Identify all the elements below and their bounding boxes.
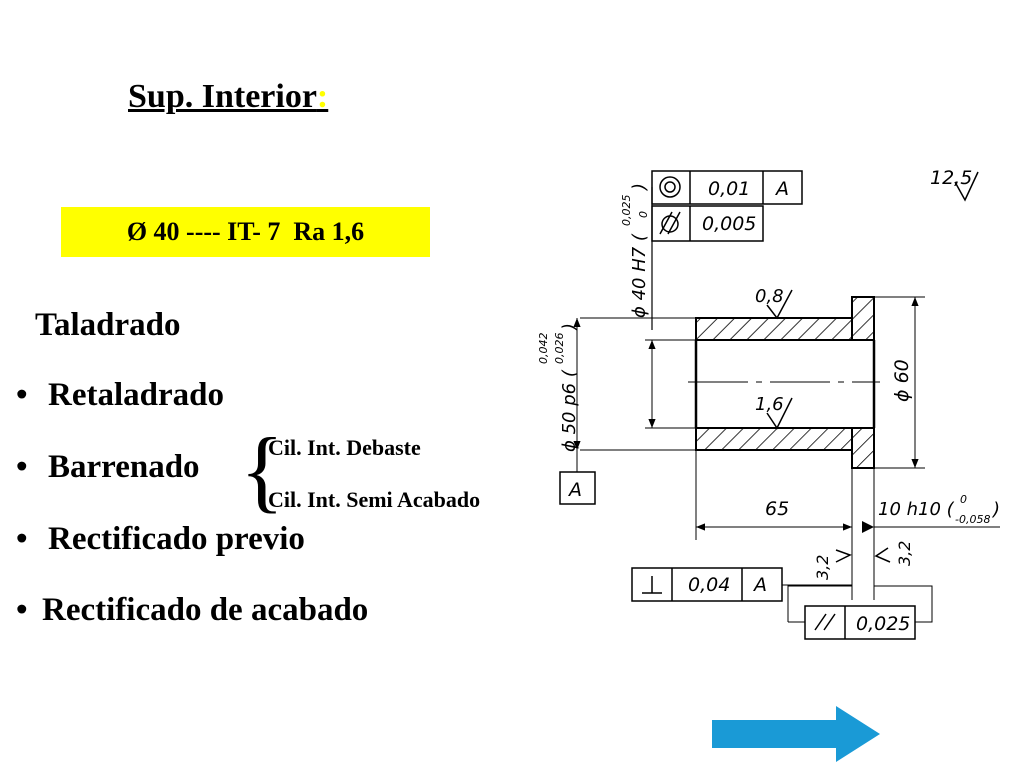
bullet: • bbox=[16, 449, 28, 485]
bullet: • bbox=[16, 377, 28, 413]
page-title: Sup. Interior: bbox=[128, 78, 328, 116]
grouping-brace: { bbox=[240, 419, 285, 521]
dim-flange-lower: -0,058 bbox=[955, 513, 990, 526]
dim-flange-close: ) bbox=[991, 499, 1000, 520]
process-label: Rectificado de acabado bbox=[42, 592, 369, 628]
bullet: • bbox=[16, 592, 28, 628]
process-label: Retaladrado bbox=[48, 377, 224, 413]
dim-outer-upper: 0,042 bbox=[537, 333, 550, 365]
bushing-section bbox=[688, 296, 880, 469]
perpendicularity-icon bbox=[642, 576, 662, 594]
title-colon: : bbox=[316, 78, 329, 115]
parallelism-icon bbox=[814, 613, 836, 631]
roughness-face-right: 3,2 bbox=[895, 541, 914, 566]
process-item-retaladrado: • Retaladrado bbox=[16, 377, 224, 414]
roughness-general: 12,5 bbox=[930, 167, 972, 189]
datum-label: A bbox=[567, 479, 582, 501]
concentricity-datum: A bbox=[774, 178, 789, 200]
process-item-rectificado-acabado: • Rectificado de acabado bbox=[16, 592, 368, 629]
parallel-tolerance: 0,025 bbox=[856, 613, 910, 635]
sub-step-debaste: Cil. Int. Debaste bbox=[268, 435, 421, 460]
process-label: Taladrado bbox=[35, 307, 181, 343]
cylindricity-frame: 0,005 bbox=[651, 205, 764, 242]
bullet: • bbox=[16, 521, 28, 557]
process-item-barrenado: • Barrenado bbox=[16, 449, 200, 486]
roughness-outer: 0,8 bbox=[755, 286, 784, 307]
roughness-general-icon bbox=[954, 171, 979, 202]
parallelism-frame: 0,025 bbox=[804, 605, 916, 640]
roughness-inner-icon bbox=[766, 397, 793, 430]
concentricity-frame: 0,01 A bbox=[651, 170, 803, 205]
sub-step-semi-acabado: Cil. Int. Semi Acabado bbox=[268, 487, 481, 512]
concentricity-icon bbox=[659, 176, 681, 198]
process-label: Barrenado bbox=[48, 449, 200, 485]
concentricity-value: 0,01 bbox=[708, 178, 750, 200]
roughness-face-left: 3,2 bbox=[813, 555, 832, 580]
cylindricity-icon bbox=[659, 211, 681, 235]
technical-drawing: 0,01 A 0,005 12,5 ϕ 40 H7 ( 0,025 0 ) ϕ … bbox=[537, 167, 1000, 640]
datum-a-box bbox=[559, 471, 596, 505]
perp-tolerance: 0,04 bbox=[688, 574, 730, 596]
process-item-rectificado-previo: • Rectificado previo bbox=[16, 521, 305, 558]
process-label: Rectificado previo bbox=[48, 521, 305, 557]
dim-inner: ϕ 40 H7 ( bbox=[629, 233, 650, 318]
arrow-shape[interactable] bbox=[712, 706, 880, 762]
dim-length: 65 bbox=[765, 498, 789, 520]
dim-outer-lower: 0,026 bbox=[553, 333, 566, 365]
spec-highlight: Ø 40 ---- IT- 7 Ra 1,6 bbox=[61, 207, 430, 257]
dim-inner-lower: 0 bbox=[637, 211, 650, 218]
dim-flange-upper: 0 bbox=[960, 493, 967, 506]
dim-flange: ϕ 60 bbox=[891, 359, 913, 402]
title-text: Sup. Interior bbox=[128, 78, 317, 115]
dim-flange-width: 10 h10 ( bbox=[878, 499, 955, 520]
perpendicularity-frame: 0,04 A bbox=[631, 567, 783, 602]
process-item-taladrado: Taladrado bbox=[35, 307, 181, 344]
roughness-inner: 1,6 bbox=[755, 394, 784, 415]
dim-inner-upper: 0,025 bbox=[620, 195, 633, 227]
next-arrow-icon[interactable] bbox=[710, 706, 882, 762]
cylindricity-value: 0,005 bbox=[702, 213, 756, 235]
roughness-outer-icon bbox=[766, 289, 793, 320]
dim-outer-close: ) bbox=[559, 323, 580, 332]
dim-inner-close: ) bbox=[629, 183, 650, 192]
perp-datum: A bbox=[752, 574, 767, 596]
